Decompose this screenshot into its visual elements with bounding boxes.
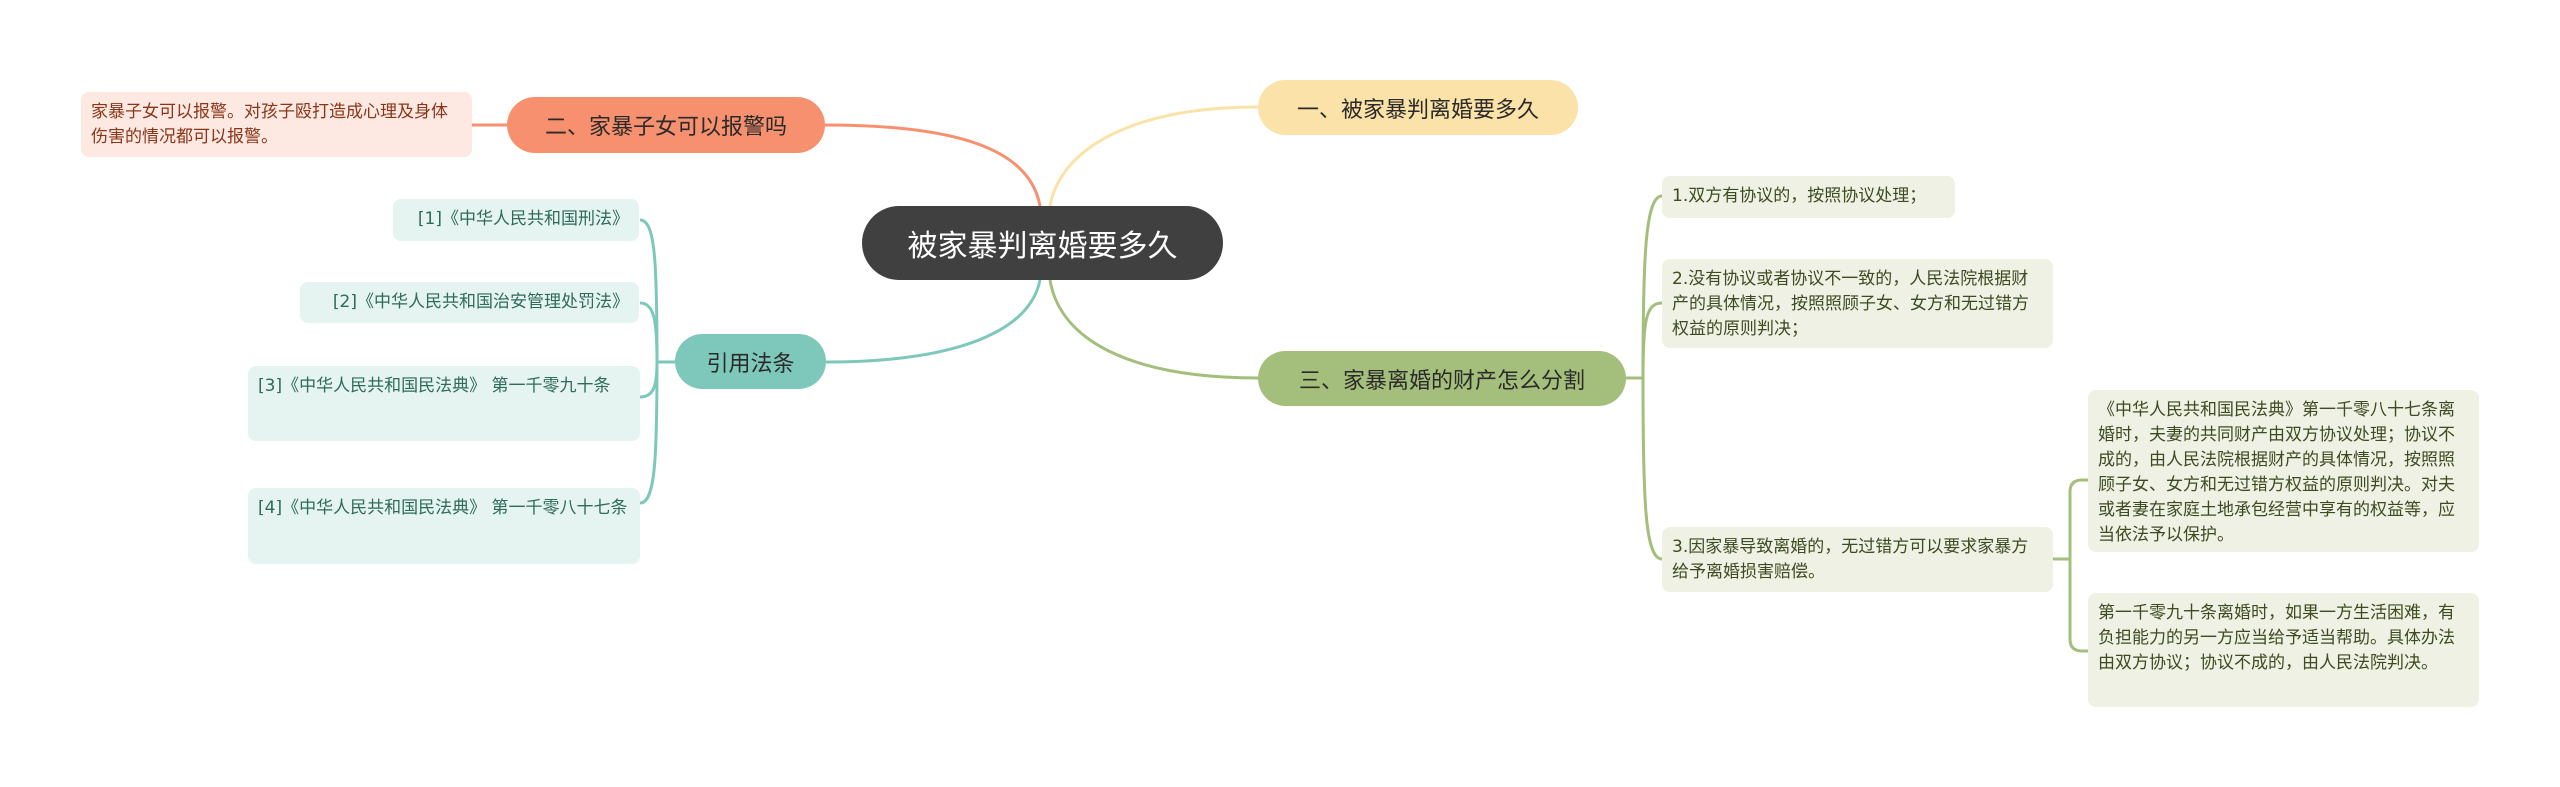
leaf-text: [2]《中华人民共和国治安管理处罚法》 bbox=[332, 292, 629, 312]
leaf-topic-civil-code-1090[interactable]: 第一千零九十条离婚时，如果一方生活困难，有负担能力的另一方应当给予适当帮助。具体… bbox=[2088, 593, 2479, 707]
branch-topic-2[interactable]: 二、家暴子女可以报警吗 bbox=[507, 97, 825, 153]
leaf-text: 1.双方有协议的，按照协议处理； bbox=[1672, 186, 1927, 206]
branch-topic-3-label: 三、家暴离婚的财产怎么分割 bbox=[1298, 368, 1585, 394]
leaf-topic-citation-4[interactable]: [4]《中华人民共和国民法典》 第一千零八十七条 bbox=[248, 488, 640, 564]
leaf-text: 家暴子女可以报警。对孩子殴打造成心理及身体伤害的情况都可以报警。 bbox=[91, 102, 448, 147]
branch-topic-2-label: 二、家暴子女可以报警吗 bbox=[544, 115, 787, 140]
leaf-topic-citation-2[interactable]: [2]《中华人民共和国治安管理处罚法》 bbox=[300, 282, 639, 323]
leaf-text: 3.因家暴导致离婚的，无过错方可以要求家暴方给予离婚损害赔偿。 bbox=[1672, 537, 2029, 582]
branch-topic-citations[interactable]: 引用法条 bbox=[675, 334, 826, 389]
leaf-text: [4]《中华人民共和国民法典》 第一千零八十七条 bbox=[258, 498, 628, 518]
leaf-topic-property-2[interactable]: 2.没有协议或者协议不一致的，人民法院根据财产的具体情况，按照照顾子女、女方和无… bbox=[1662, 259, 2053, 348]
leaf-text: [1]《中华人民共和国刑法》 bbox=[417, 209, 629, 229]
leaf-topic-property-1[interactable]: 1.双方有协议的，按照协议处理； bbox=[1662, 176, 1955, 218]
leaf-topic-report-police[interactable]: 家暴子女可以报警。对孩子殴打造成心理及身体伤害的情况都可以报警。 bbox=[81, 92, 472, 157]
root-topic[interactable]: 被家暴判离婚要多久 bbox=[862, 206, 1223, 280]
root-topic-label: 被家暴判离婚要多久 bbox=[907, 229, 1178, 264]
branch-topic-citations-label: 引用法条 bbox=[706, 351, 795, 377]
leaf-text: 第一千零九十条离婚时，如果一方生活困难，有负担能力的另一方应当给予适当帮助。具体… bbox=[2098, 603, 2455, 673]
leaf-topic-citation-1[interactable]: [1]《中华人民共和国刑法》 bbox=[393, 199, 639, 241]
leaf-text: 2.没有协议或者协议不一致的，人民法院根据财产的具体情况，按照照顾子女、女方和无… bbox=[1672, 269, 2029, 339]
leaf-topic-property-3[interactable]: 3.因家暴导致离婚的，无过错方可以要求家暴方给予离婚损害赔偿。 bbox=[1662, 527, 2053, 592]
branch-topic-1[interactable]: 一、被家暴判离婚要多久 bbox=[1258, 80, 1578, 135]
branch-topic-3[interactable]: 三、家暴离婚的财产怎么分割 bbox=[1258, 351, 1626, 406]
leaf-topic-civil-code-1087[interactable]: 《中华人民共和国民法典》第一千零八十七条离婚时，夫妻的共同财产由双方协议处理；协… bbox=[2088, 390, 2479, 552]
leaf-topic-citation-3[interactable]: [3]《中华人民共和国民法典》 第一千零九十条 bbox=[248, 366, 640, 441]
leaf-text: [3]《中华人民共和国民法典》 第一千零九十条 bbox=[258, 376, 611, 396]
branch-topic-1-label: 一、被家暴判离婚要多久 bbox=[1296, 97, 1539, 123]
leaf-text: 《中华人民共和国民法典》第一千零八十七条离婚时，夫妻的共同财产由双方协议处理；协… bbox=[2098, 400, 2455, 545]
